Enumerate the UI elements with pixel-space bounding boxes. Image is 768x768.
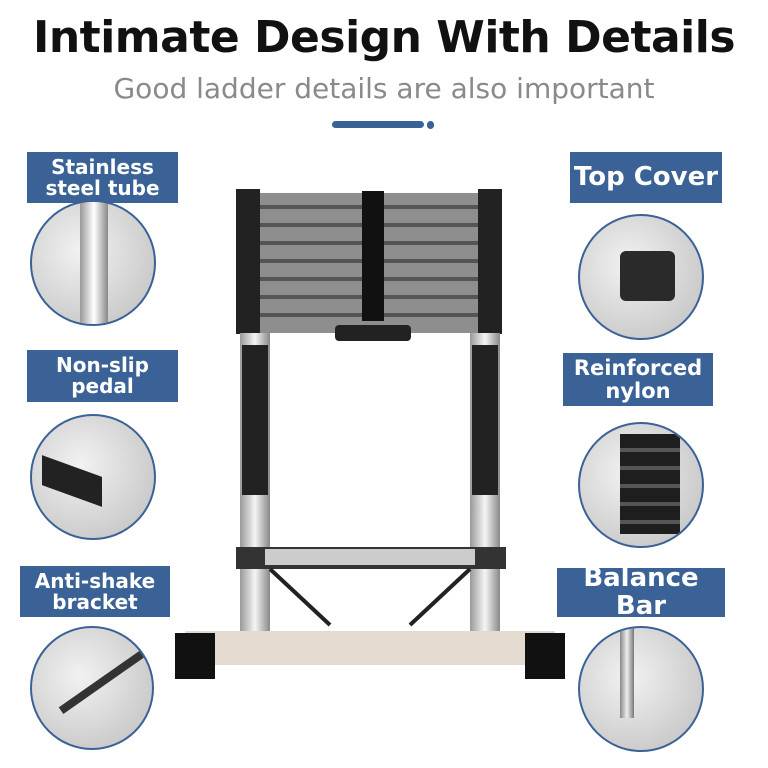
detail-image-steel-tube: [30, 200, 156, 326]
label-balance-bar: Balance Bar: [557, 565, 725, 619]
label-stainless-steel-tube: Stainless steel tube: [27, 152, 178, 203]
detail-image-nylon: [578, 422, 704, 548]
label-anti-shake-bracket: Anti-shake bracket: [20, 566, 170, 617]
divider-bar: [332, 121, 424, 128]
page-subtitle: Good ladder details are also important: [113, 72, 655, 105]
page-title: Intimate Design With Details: [32, 12, 736, 63]
detail-image-balance-bar: [578, 626, 704, 752]
ladder-image: [175, 189, 565, 679]
divider-dot: [427, 121, 434, 129]
label-top-cover: Top Cover: [570, 152, 722, 203]
ladder-rungs: [236, 189, 502, 341]
detail-image-bracket: [30, 626, 154, 750]
label-reinforced-nylon: Reinforced nylon: [563, 353, 713, 406]
label-non-slip-pedal: Non-slip pedal: [27, 350, 178, 402]
detail-image-pedal: [30, 414, 156, 540]
detail-image-top-cover: [578, 214, 704, 340]
